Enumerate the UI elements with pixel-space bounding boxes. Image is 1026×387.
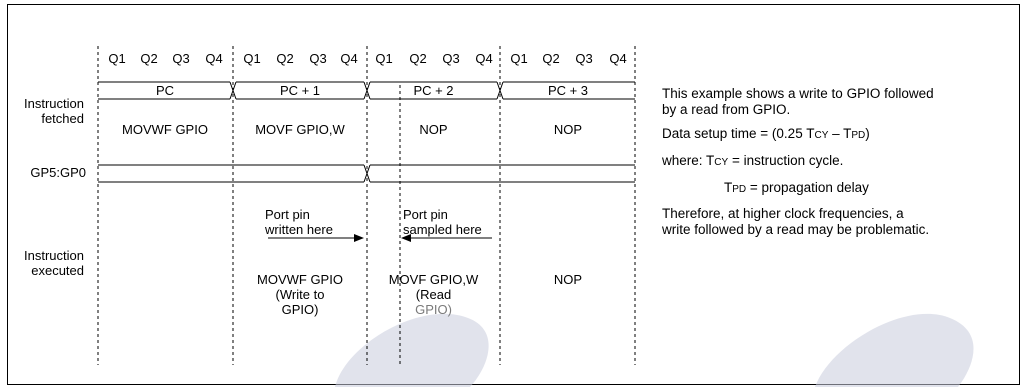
written-arrow — [268, 234, 364, 242]
pc-value: PC + 3 — [547, 83, 589, 98]
note-where: where: TCY = instruction cycle. — [662, 153, 844, 168]
pc-value: PC + 1 — [279, 83, 321, 98]
quarter-label: Q4 — [475, 51, 493, 66]
watermark — [335, 313, 974, 387]
quarter-label: Q1 — [108, 51, 126, 66]
note-tpd: TPD = propagation delay — [724, 180, 869, 195]
written-annotation: Port pin written here — [265, 207, 333, 237]
diagram-border — [7, 4, 1020, 385]
quarter-label: Q4 — [205, 51, 223, 66]
executed-instruction: NOP — [553, 272, 583, 287]
executed-instruction: MOVF GPIO,W (Read GPIO) — [388, 272, 479, 317]
instruction-fetched-label: Instruction fetched — [24, 96, 84, 126]
quarter-label: Q2 — [276, 51, 294, 66]
note-setup-time: Data setup time = (0.25 TCY – TPD) — [662, 126, 870, 141]
quarter-label: Q2 — [140, 51, 158, 66]
quarter-label: Q3 — [172, 51, 190, 66]
sampled-arrow — [401, 234, 492, 242]
executed-instruction: MOVWF GPIO (Write to GPIO) — [257, 272, 343, 317]
gpio-row-label: GP5:GP0 — [30, 165, 86, 180]
quarter-label: Q3 — [309, 51, 327, 66]
quarter-label: Q4 — [340, 51, 358, 66]
pc-bus — [98, 81, 635, 100]
note-example: This example shows a write to GPIO follo… — [662, 86, 934, 117]
fetched-instruction: MOVF GPIO,W — [255, 122, 345, 137]
quarter-label: Q2 — [542, 51, 560, 66]
quarter-label: Q1 — [375, 51, 393, 66]
fetched-instruction: MOVWF GPIO — [122, 122, 208, 137]
gpio-bus — [98, 164, 635, 183]
quarter-label: Q3 — [442, 51, 460, 66]
sampled-annotation: Port pin sampled here — [403, 207, 482, 237]
fetched-instruction: NOP — [553, 122, 583, 137]
pc-value: PC + 2 — [413, 83, 454, 98]
quarter-label: Q3 — [575, 51, 593, 66]
note-therefore: Therefore, at higher clock frequencies, … — [662, 206, 930, 237]
fetched-instruction: NOP — [419, 122, 448, 137]
pc-value: PC — [155, 83, 175, 98]
quarter-label: Q1 — [510, 51, 528, 66]
quarter-label: Q4 — [609, 51, 627, 66]
quarter-label: Q2 — [409, 51, 427, 66]
quarter-label: Q1 — [243, 51, 261, 66]
cycle-boundaries — [97, 46, 636, 365]
instruction-executed-label: Instruction executed — [24, 248, 84, 278]
